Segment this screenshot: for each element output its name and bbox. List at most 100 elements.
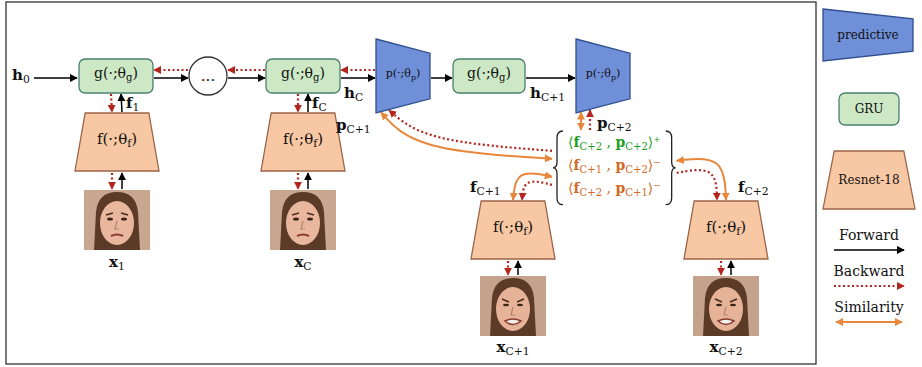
- legend-text: GRU: [855, 100, 884, 118]
- shape-outline: [576, 39, 630, 113]
- legend-swatch: [839, 93, 899, 125]
- text-part: C+2: [744, 185, 768, 198]
- text-part: ⟩⁺: [648, 134, 661, 150]
- text-part: x: [109, 253, 118, 271]
- text-part: p: [597, 114, 608, 132]
- math-label: pC+2: [597, 114, 632, 137]
- node-text: f(·;θf): [97, 130, 137, 153]
- text-part: x: [294, 253, 303, 271]
- backward-arrow: [341, 69, 375, 71]
- text-part: C+2: [608, 121, 632, 134]
- math-label: fC+1: [470, 178, 501, 201]
- math-label: fC: [312, 94, 327, 117]
- legend-swatch: [823, 9, 913, 61]
- node-text: ⟨fC+2 , pC+2⟩⁺: [568, 133, 661, 156]
- shape-outline: [471, 201, 555, 259]
- predictive-box: p(·;θp): [375, 38, 431, 114]
- text-part: C+2: [718, 345, 742, 358]
- node-text: f(·;θf): [706, 218, 746, 241]
- shape-outline: [453, 59, 525, 93]
- text-part: C+1: [580, 164, 603, 175]
- text-part: C+1: [347, 123, 371, 136]
- text-part: ): [131, 130, 137, 148]
- drawing-path: [34, 77, 77, 79]
- text-part: ,: [602, 134, 615, 150]
- text-part: ): [740, 218, 746, 236]
- legend-item: Forward: [839, 226, 899, 244]
- text-part: f: [573, 157, 579, 173]
- text-part: f: [738, 178, 744, 196]
- text-part: f(·;: [283, 130, 304, 148]
- math-label: hC: [344, 84, 363, 107]
- text-part: g(·;: [281, 65, 305, 81]
- drawing-path: [834, 285, 904, 287]
- legend-text: predictive: [837, 26, 898, 44]
- face-photo: [480, 276, 546, 336]
- text-part: f: [573, 134, 579, 150]
- resnet-box: f(·;θf): [470, 200, 556, 260]
- node-text: f(·;θf): [493, 218, 533, 241]
- forward-arrow: [228, 77, 265, 79]
- node-text: f(·;θf): [283, 130, 323, 153]
- face-photo: [84, 190, 150, 250]
- text-part: ): [506, 65, 511, 81]
- backward-arrow: [111, 94, 112, 112]
- text-part: x: [496, 338, 505, 356]
- forward-arrow: [307, 94, 309, 112]
- text-part: C+2: [580, 141, 603, 152]
- drawing-path: [507, 261, 509, 275]
- legend-swatch: [823, 151, 915, 209]
- text-part: p(·;: [586, 67, 605, 80]
- text-part: ⟩⁻: [648, 157, 661, 173]
- forward-arrow: [341, 77, 375, 79]
- text-part: f(·;: [706, 218, 727, 236]
- legend-item: Resnet-18: [822, 150, 916, 210]
- text-part: C+1: [505, 345, 529, 358]
- text-part: θ: [727, 218, 736, 236]
- text-part: θ: [404, 67, 411, 80]
- text-part: f: [312, 94, 318, 112]
- math-label: hC+1: [530, 84, 565, 107]
- backward-arrow: [389, 110, 552, 151]
- text-part: f: [573, 180, 579, 196]
- math-label: h0: [12, 66, 30, 89]
- node-text: g(·;θg): [94, 64, 138, 87]
- text-part: ): [527, 218, 533, 236]
- text-part: θ: [514, 218, 523, 236]
- drawing-path: [836, 321, 902, 323]
- shape-outline: [684, 201, 768, 259]
- resnet-box: f(·;θf): [683, 200, 769, 260]
- text-part: θ: [604, 67, 611, 80]
- brace: [553, 131, 563, 205]
- text-part: f: [470, 178, 476, 196]
- drawing-path: [834, 249, 904, 251]
- legend-item: predictive: [822, 8, 914, 62]
- math-label: f1: [126, 94, 139, 117]
- text-part: h: [12, 66, 23, 84]
- text-part: p: [615, 180, 625, 196]
- shape-outline: [376, 39, 430, 113]
- math-label: pC+1: [336, 116, 371, 139]
- text-part: ): [320, 65, 325, 81]
- text-part: p: [615, 157, 625, 173]
- math-label: xC+1: [496, 338, 529, 361]
- text-part: C+1: [541, 91, 565, 104]
- backward-arrow: [297, 94, 299, 112]
- node-text: ...: [201, 67, 215, 85]
- backward-arrow: [228, 69, 265, 71]
- text-part: p: [611, 73, 616, 82]
- text-part: g: [313, 73, 319, 84]
- backward-arrow: [677, 170, 717, 200]
- text-part: g(·;: [94, 65, 118, 81]
- text-part: p(·;: [386, 67, 405, 80]
- shape-outline: [79, 59, 153, 93]
- text-part: p: [615, 134, 625, 150]
- gru-box: g(·;θg): [452, 58, 526, 94]
- node-text: ⟨fC+1 , pC+2⟩⁻: [568, 156, 661, 179]
- text-part: f(·;: [493, 218, 514, 236]
- drawing-path: [720, 261, 722, 275]
- text-part: f: [127, 138, 131, 151]
